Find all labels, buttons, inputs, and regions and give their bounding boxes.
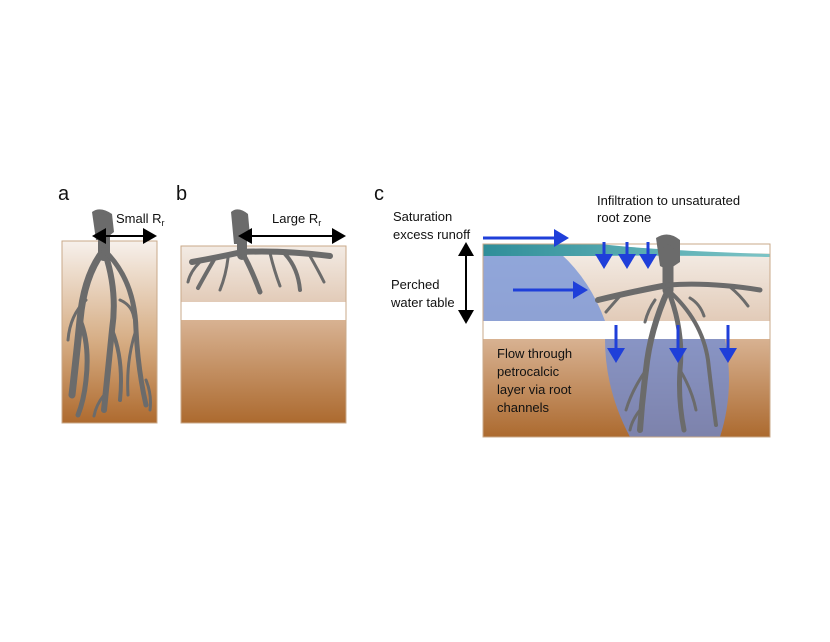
panel-a-radius-label: Small Rr (116, 211, 165, 228)
panel-c-flow-arrows (483, 229, 737, 363)
flow-label-line3: layer via root (497, 382, 572, 397)
panel-c-root-system (595, 234, 763, 433)
runoff-label-line2: excess runoff (393, 227, 470, 242)
infiltration-label-line2: root zone (597, 210, 651, 225)
panel-b-subsoil (181, 320, 346, 423)
panel-b-radius-label: Large Rr (272, 211, 321, 228)
perched-label-line2: water table (390, 295, 455, 310)
panel-c-deep-water-column (605, 339, 729, 437)
flow-label-line1: Flow through (497, 346, 572, 361)
panel-c-letter: c (374, 183, 384, 205)
panel-c: c (374, 183, 771, 438)
panel-b: b Large Rr (176, 183, 347, 424)
runoff-label-line1: Saturation (393, 209, 452, 224)
flow-label-line4: channels (497, 400, 550, 415)
panel-b-outline (180, 245, 347, 424)
panel-a-letter: a (58, 183, 70, 205)
panel-c-perched-water (483, 253, 605, 321)
panel-a: a Small Rr (58, 183, 165, 424)
panel-b-letter: b (176, 183, 187, 205)
flow-label-line2: petrocalcic (497, 364, 560, 379)
infiltration-label-line1: Infiltration to unsaturated (597, 193, 740, 208)
perched-label-line1: Perched (391, 277, 439, 292)
panel-b-petrocalcic-gap (181, 302, 346, 320)
